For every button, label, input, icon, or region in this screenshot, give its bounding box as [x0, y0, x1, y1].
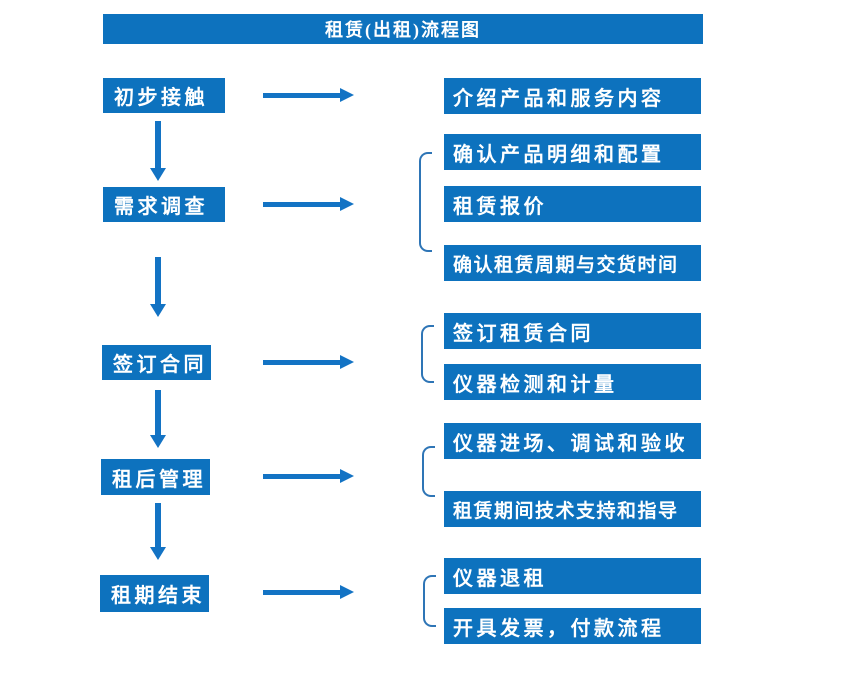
down-arrow-icon — [150, 257, 166, 317]
group-bracket — [419, 152, 432, 252]
right-arrow-icon — [263, 585, 354, 599]
detail-box-sign-rental-contract: 签订租赁合同 — [444, 313, 701, 349]
detail-box-instrument-testing: 仪器检测和计量 — [444, 364, 701, 400]
step-box-rental-end: 租期结束 — [100, 575, 209, 612]
detail-box-rental-quotation: 租赁报价 — [444, 186, 701, 222]
detail-box-technical-support: 租赁期间技术支持和指导 — [444, 491, 701, 527]
step-box-sign-contract: 签订合同 — [102, 345, 211, 380]
page-title: 租赁(出租)流程图 — [103, 14, 703, 44]
step-box-post-rental-management: 租后管理 — [101, 459, 210, 495]
detail-box-instrument-setup-acceptance: 仪器进场、调试和验收 — [444, 423, 701, 459]
detail-box-confirm-rental-period: 确认租赁周期与交货时间 — [444, 245, 701, 281]
down-arrow-icon — [150, 503, 166, 560]
step-box-initial-contact: 初步接触 — [103, 78, 225, 113]
detail-box-instrument-return: 仪器退租 — [444, 558, 701, 594]
right-arrow-icon — [263, 197, 354, 211]
right-arrow-icon — [263, 355, 354, 369]
group-bracket — [423, 575, 436, 627]
detail-box-confirm-product-details: 确认产品明细和配置 — [444, 134, 701, 170]
detail-box-invoice-payment: 开具发票，付款流程 — [444, 608, 701, 644]
down-arrow-icon — [150, 390, 166, 448]
group-bracket — [422, 446, 435, 497]
right-arrow-icon — [263, 88, 354, 102]
down-arrow-icon — [150, 121, 166, 181]
detail-box-introduce-products: 介绍产品和服务内容 — [444, 78, 701, 114]
step-box-demand-survey: 需求调查 — [103, 187, 225, 222]
right-arrow-icon — [263, 469, 354, 483]
group-bracket — [421, 325, 434, 383]
